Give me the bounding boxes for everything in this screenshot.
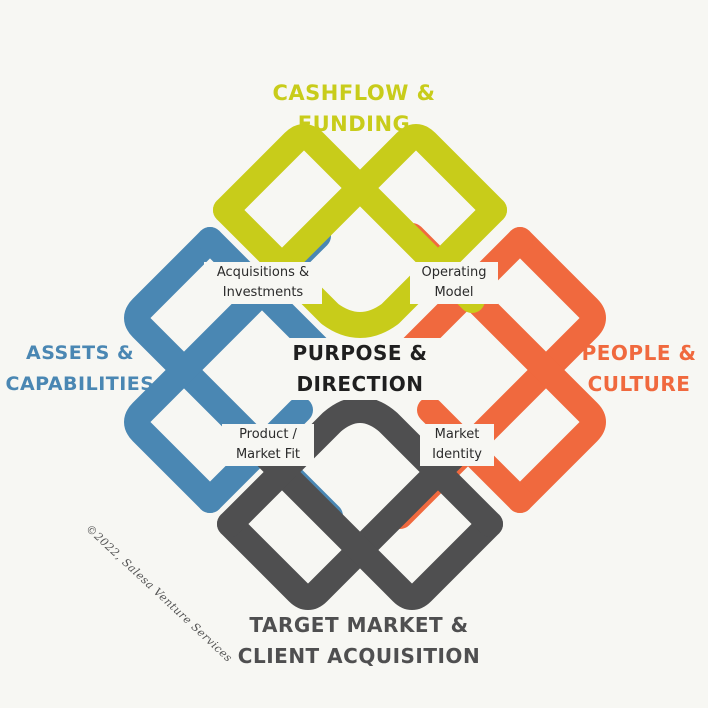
people-loop-outer <box>387 227 606 529</box>
node-product-line2: Market Fit <box>235 447 301 462</box>
node-acquisitions-line1: Acquisitions & <box>216 265 310 280</box>
node-operating-line1: Operating <box>421 265 487 280</box>
cashflow-loop-group <box>213 124 507 338</box>
target-label-line1: TARGET MARKET & <box>249 613 469 637</box>
center-label-line2: DIRECTION <box>296 372 424 396</box>
node-acquisitions: Acquisitions & Investments <box>204 262 322 304</box>
people-loop-inner <box>399 223 606 513</box>
target-loop-left <box>217 429 481 610</box>
cashflow-loop-bottom <box>213 197 507 338</box>
people-label-line2: CULTURE <box>587 372 691 396</box>
node-product: Product / Market Fit <box>222 424 314 466</box>
center-label-line1: PURPOSE & <box>292 341 428 365</box>
node-operating-line2: Model <box>434 285 474 300</box>
node-market-identity-line2: Identity <box>432 447 482 462</box>
center-label: PURPOSE & DIRECTION <box>270 338 450 400</box>
target-loop-top <box>217 397 503 537</box>
assets-loop-outer <box>124 227 343 529</box>
assets-label-line2: CAPABILITIES <box>5 373 155 395</box>
assets-label: ASSETS & CAPABILITIES <box>0 338 160 400</box>
node-operating: Operating Model <box>410 262 498 304</box>
node-market-identity-line1: Market <box>434 427 480 442</box>
target-label: TARGET MARKET & CLIENT ACQUISITION <box>204 610 514 672</box>
people-label-line1: PEOPLE & <box>581 341 697 365</box>
cashflow-loop-left <box>213 124 485 313</box>
target-loop-group <box>217 397 503 610</box>
node-market-identity: Market Identity <box>420 424 494 466</box>
cashflow-label: CASHFLOW & FUNDING <box>224 78 484 140</box>
assets-loop-inner <box>124 223 331 513</box>
target-label-line2: CLIENT ACQUISITION <box>237 644 481 668</box>
cashflow-label-line1: CASHFLOW & <box>272 81 436 105</box>
node-acquisitions-line2: Investments <box>222 285 304 300</box>
node-product-line1: Product / <box>239 427 297 442</box>
people-label: PEOPLE & CULTURE <box>570 338 708 400</box>
cashflow-loop-right <box>253 124 507 295</box>
assets-label-line1: ASSETS & <box>25 342 135 364</box>
target-loop-right <box>249 439 503 610</box>
cashflow-label-line2: FUNDING <box>297 112 411 136</box>
